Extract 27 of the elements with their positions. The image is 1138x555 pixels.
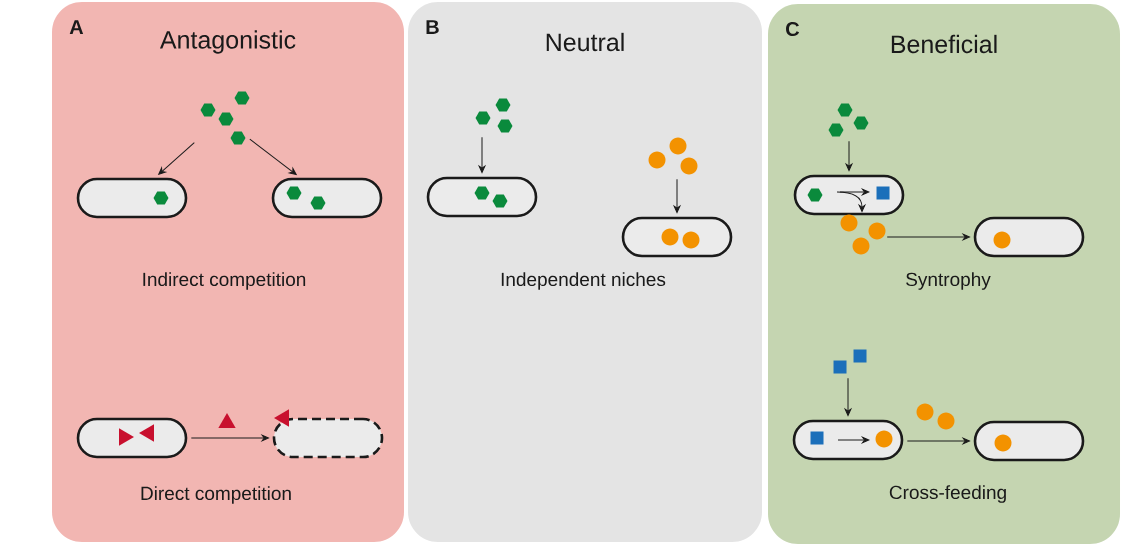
panel-letter: C [786,21,800,37]
arrow [478,136,486,173]
panel-letter: A [69,20,84,34]
caption-text: Cross-feeding [889,485,1006,503]
molecule-cluster [648,137,698,175]
molecule-cluster [200,91,250,145]
arrow [158,142,195,175]
arrow [844,377,852,416]
caption-text: Independent niches [501,272,666,290]
caption-text: Syntrophy [906,272,991,290]
molecule-cluster [833,349,867,374]
arrow [190,434,269,442]
panel-title: Antagonistic [159,30,296,54]
molecule-cluster [828,103,869,137]
arrow [845,140,853,171]
arrow [906,437,970,445]
arrow [836,191,866,213]
arrow [673,178,681,213]
panel-letter: B [426,20,439,34]
molecule-cluster [475,98,513,133]
panel-title: Beneficial [891,34,997,54]
arrow [886,233,970,241]
arrow [249,138,297,176]
caption-text: Direct competition [141,486,291,504]
panel-title: Neutral [546,32,624,52]
molecule-cluster [840,214,886,255]
caption-text: Indirect competition [143,272,306,290]
